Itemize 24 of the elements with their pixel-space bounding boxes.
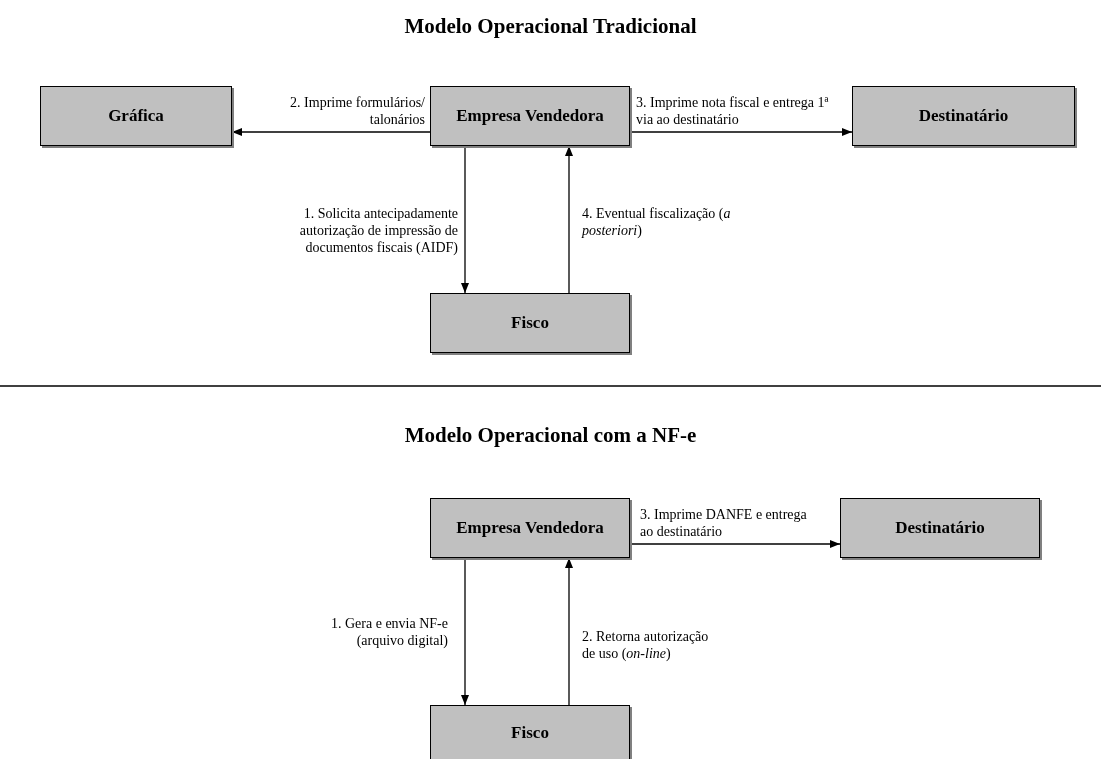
box-label: Empresa Vendedora xyxy=(456,106,604,126)
process-box xyxy=(840,498,1040,558)
process-box xyxy=(40,86,232,146)
arrow xyxy=(460,557,470,706)
box-label: Fisco xyxy=(511,723,549,743)
process-box xyxy=(430,498,630,558)
box-label: Destinatário xyxy=(895,518,985,538)
arrow xyxy=(231,127,431,137)
box-label: Empresa Vendedora xyxy=(456,518,604,538)
arrow xyxy=(629,539,841,549)
section-heading: Modelo Operacional com a NF-e xyxy=(403,423,698,448)
section-heading: Modelo Operacional Tradicional xyxy=(403,14,698,39)
arrow xyxy=(564,145,574,294)
arrow xyxy=(564,557,574,706)
process-box xyxy=(430,293,630,353)
edge-label: 1. Gera e envia NF-e (arquivo digital) xyxy=(330,615,448,649)
box-label: Fisco xyxy=(511,313,549,333)
process-box xyxy=(430,86,630,146)
arrow xyxy=(629,127,853,137)
box-label: Gráfica xyxy=(108,106,164,126)
arrow xyxy=(460,145,470,294)
process-box xyxy=(430,705,630,759)
box-label: Destinatário xyxy=(918,106,1009,126)
process-box xyxy=(852,86,1075,146)
